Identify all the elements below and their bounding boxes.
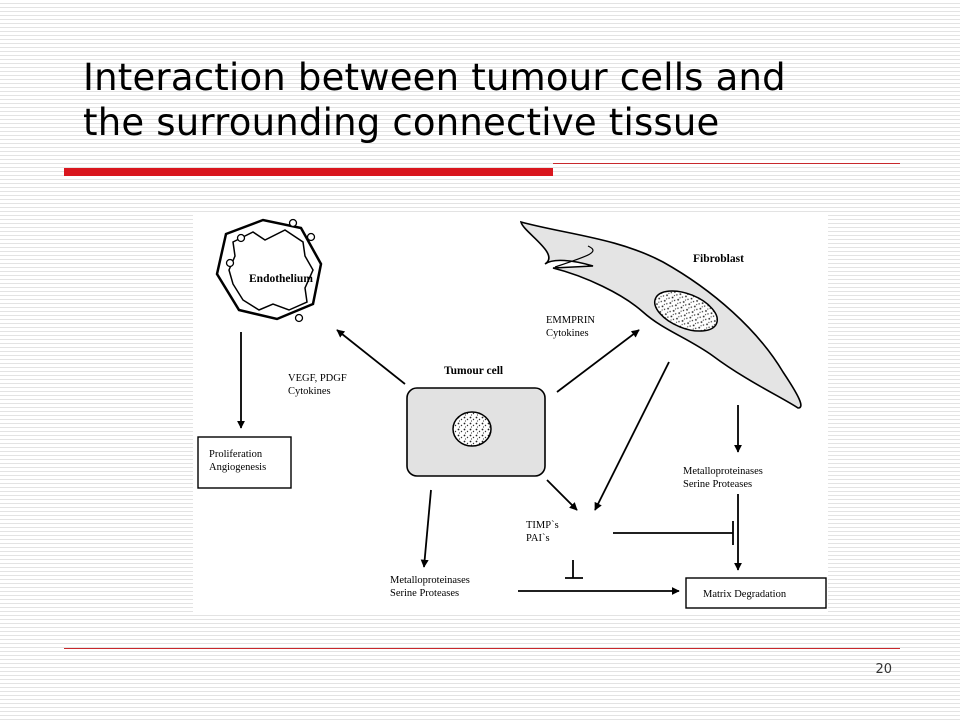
angiogenesis-label: Angiogenesis <box>209 462 266 473</box>
title-underline-thick <box>64 168 553 176</box>
timps-label: TIMP`s <box>526 520 559 531</box>
fibroblast-label: Fibroblast <box>693 253 744 265</box>
matrix-degradation-box <box>685 577 827 609</box>
tumour-cell-label: Tumour cell <box>444 365 503 377</box>
tumour-serine-proteases-label: Serine Proteases <box>390 588 459 599</box>
title-underline-thin <box>553 163 900 164</box>
footer-rule <box>64 648 900 649</box>
proliferation-label: Proliferation <box>209 449 263 460</box>
pais-label: PAI`s <box>526 533 550 544</box>
interaction-diagram: Endothelium Fibroblast Tumour cell EMMPR… <box>193 212 828 612</box>
arrow-fibroblast-to-timps <box>594 361 670 511</box>
tumour-metalloproteinases-label: Metalloproteinases <box>390 575 470 586</box>
title-line-2: the surrounding connective tissue <box>83 101 720 144</box>
fibroblast-cell <box>519 220 802 409</box>
tumour-cell-nucleus <box>452 411 492 447</box>
arrow-tumour-to-fibroblast <box>556 329 640 393</box>
emmprin-label: EMMPRIN <box>546 315 595 326</box>
fibroblast-metalloproteinases-label: Metalloproteinases <box>683 466 763 477</box>
arrow-tumour-to-proteases <box>420 489 432 568</box>
fibroblast-serine-proteases-label: Serine Proteases <box>683 479 752 490</box>
title-line-1: Interaction between tumour cells and <box>83 56 786 99</box>
vegf-cytokines-label: Cytokines <box>288 386 331 397</box>
endothelium-cell <box>215 218 323 323</box>
endothelium-label: Endothelium <box>249 273 313 285</box>
matrix-degradation-label: Matrix Degradation <box>703 589 787 600</box>
proliferation-box <box>197 436 292 489</box>
emmprin-cytokines-label: Cytokines <box>546 328 589 339</box>
slide-title: Interaction between tumour cells and the… <box>83 55 923 145</box>
page-number: 20 <box>875 662 892 677</box>
vegf-pdgf-label: VEGF, PDGF <box>288 373 347 384</box>
arrow-tumour-to-endothelium <box>336 329 406 385</box>
arrow-tumour-to-timps <box>546 479 578 511</box>
